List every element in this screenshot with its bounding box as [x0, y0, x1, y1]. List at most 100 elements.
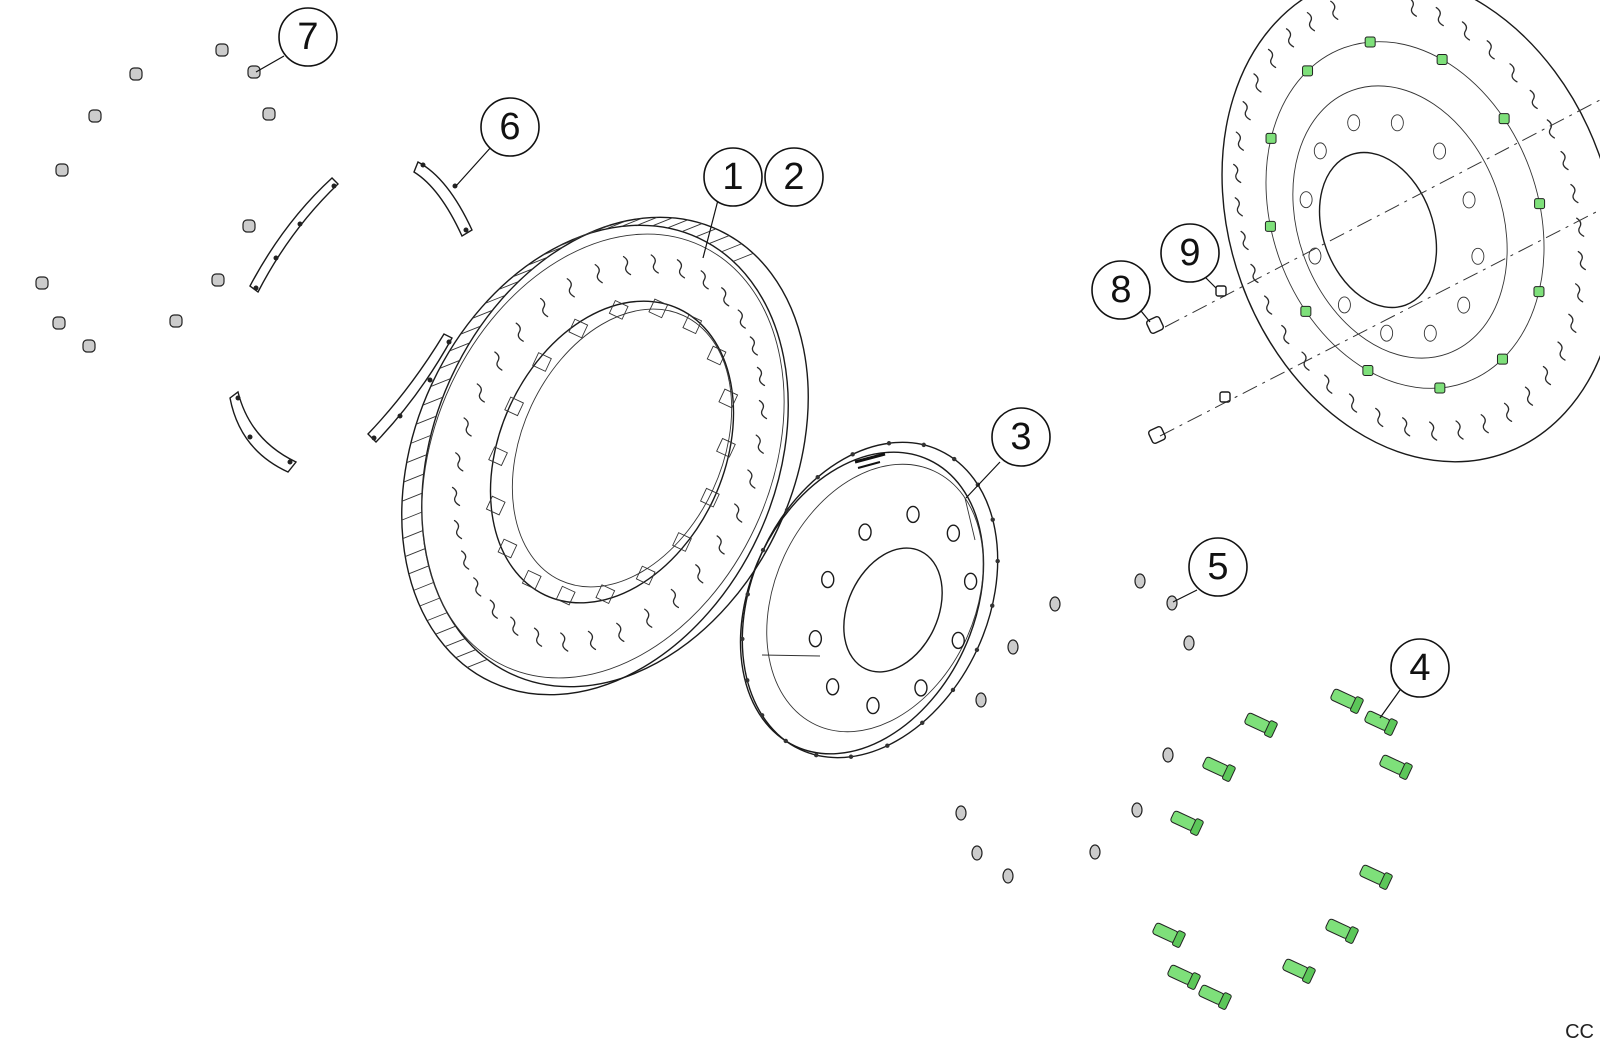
segment-plates: [229, 161, 473, 473]
rotor-vane: [621, 217, 642, 227]
rotor-vane: [413, 581, 434, 591]
assembled-slot: [1324, 374, 1333, 394]
assembled-hole: [1308, 247, 1322, 265]
rotor-vane: [416, 415, 437, 425]
nut-icon: [211, 273, 225, 287]
bolt-icon: [1244, 712, 1278, 738]
assembled-slot: [1263, 295, 1273, 315]
callout-6: 6: [480, 97, 540, 157]
assembled-slot: [1253, 73, 1262, 93]
nut-icon: [1183, 635, 1195, 651]
rotor-tooth: [682, 314, 703, 335]
rotor-tooth: [504, 396, 525, 417]
rotor-slot: [455, 452, 464, 472]
callout-5: 5: [1188, 537, 1248, 597]
rotor-vane: [589, 224, 610, 234]
bolt-icon: [1282, 958, 1316, 984]
rotor-slot: [758, 399, 768, 420]
assembled-slot: [1410, 0, 1417, 17]
bolt-icon: [1170, 810, 1204, 836]
assembled-slot: [1306, 11, 1316, 32]
assembled-hole: [1380, 324, 1394, 342]
bolt-nut-small: [1145, 285, 1231, 445]
hat-tab: [745, 678, 750, 683]
rotor-vane: [667, 219, 688, 229]
hat-hole: [825, 678, 840, 696]
assembled-hole: [1313, 142, 1327, 160]
assembled-bolt-head: [1302, 65, 1314, 77]
rotor-vane: [401, 511, 423, 521]
nut-icon: [82, 339, 96, 353]
rotor-vane: [449, 342, 470, 352]
assembled-hole: [1433, 142, 1447, 160]
rotor-vane: [512, 268, 533, 278]
hat-tab: [813, 752, 819, 758]
nut-icon: [1162, 747, 1174, 763]
bolt-icon: [1379, 754, 1413, 780]
rotor-tooth: [718, 388, 739, 409]
rotor-slot: [463, 417, 472, 437]
rotor-slot: [560, 632, 569, 652]
callout-label-4: 4: [1409, 647, 1430, 689]
hat-tab: [850, 452, 855, 457]
corner-mark: CC: [1565, 1021, 1594, 1043]
hat-tab: [740, 636, 745, 642]
callout-label-7: 7: [297, 16, 318, 58]
hat-hole: [866, 696, 880, 715]
rotor-slot: [695, 564, 704, 584]
rotor-vane: [403, 473, 424, 483]
rotor-tooth: [706, 345, 727, 366]
assembled-slot: [1330, 0, 1339, 20]
rotor-vane: [439, 360, 460, 369]
nut-icon: [242, 219, 256, 233]
assembled-bolt-head: [1496, 353, 1508, 365]
nut-icon: [88, 109, 102, 123]
nuts-group-5: [955, 573, 1195, 884]
assembled-slot: [1577, 250, 1586, 271]
rotor-slot: [473, 577, 482, 597]
hat-hole: [951, 631, 965, 650]
rotor-tooth: [595, 584, 616, 605]
nut-icon: [975, 692, 987, 708]
rotor-vane: [422, 396, 444, 406]
assembled-slot: [1435, 6, 1444, 27]
assembled-bolt-head: [1498, 113, 1510, 125]
rotor-slot: [721, 287, 730, 307]
assembled-bolt-head: [1434, 382, 1446, 394]
bolt-icon: [1359, 864, 1393, 890]
nut-icon: [971, 845, 983, 861]
leader-lines: [255, 55, 1401, 719]
rotor-vane: [408, 565, 429, 575]
nuts-group-7: [35, 43, 276, 353]
hat-hole: [808, 629, 823, 648]
hat-tab: [760, 547, 766, 553]
rotor-vane: [435, 625, 456, 635]
rotor-tooth: [497, 538, 518, 559]
nut-icon: [52, 316, 66, 330]
callout-label-3: 3: [1010, 416, 1031, 458]
assembled-bolt-head: [1534, 198, 1546, 210]
assembled-slot: [1575, 283, 1584, 303]
rotor-slot: [676, 259, 686, 279]
assembled-slot: [1250, 263, 1259, 284]
hat-tab: [974, 647, 980, 653]
callout-label-9: 9: [1179, 232, 1200, 274]
rotor-slot: [510, 616, 519, 636]
rotor-slot: [587, 630, 597, 651]
rotor-tooth: [555, 585, 576, 606]
callout-2: 2: [764, 147, 824, 207]
assembled-slot: [1570, 183, 1579, 204]
assembled-slot: [1402, 417, 1411, 437]
rotor-vane: [484, 294, 506, 304]
callout-7: 7: [278, 7, 338, 67]
assembled-slot: [1503, 402, 1513, 423]
assembled-bolt-head: [1362, 364, 1374, 376]
assembled-disc: [1159, 0, 1600, 463]
callout-8: 8: [1091, 260, 1151, 320]
assembled-slot: [1486, 40, 1495, 60]
rotor-slot: [700, 270, 709, 290]
hat-hole: [906, 505, 920, 524]
rotor-ring: [401, 216, 809, 696]
assembled-slot: [1242, 101, 1251, 121]
rotor-tooth: [568, 318, 589, 339]
